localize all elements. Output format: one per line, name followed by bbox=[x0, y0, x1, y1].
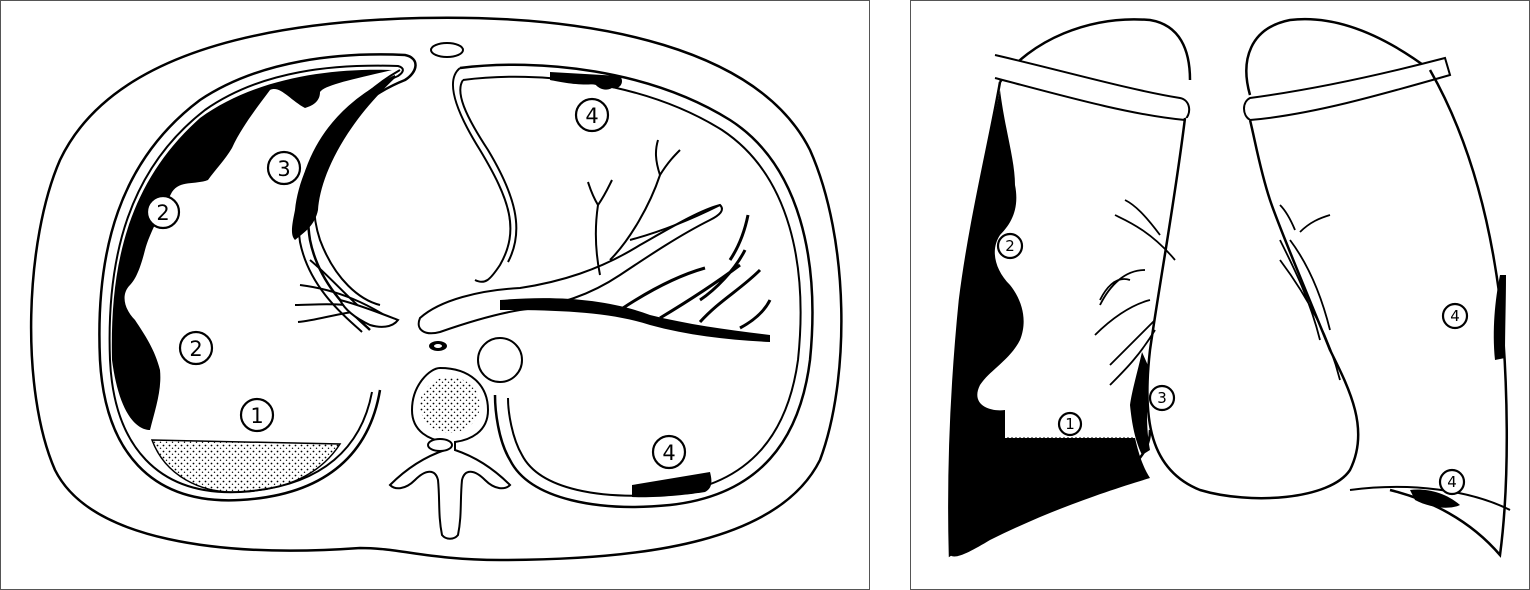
svg-text:3: 3 bbox=[1157, 389, 1167, 407]
svg-text:4: 4 bbox=[662, 441, 675, 465]
label-2-lower: 2 bbox=[180, 332, 212, 364]
label-4-diaphragm: 4 bbox=[1440, 470, 1464, 494]
right-pleura-outer bbox=[99, 54, 415, 500]
left-pleura-inner bbox=[463, 77, 801, 496]
aorta bbox=[478, 338, 522, 382]
left-black-branches bbox=[620, 215, 770, 328]
label-1: 1 bbox=[241, 399, 273, 431]
label-3: 3 bbox=[268, 152, 300, 184]
label-2: 2 bbox=[998, 234, 1022, 258]
right-effusion-black bbox=[949, 90, 1150, 557]
label-3: 3 bbox=[1150, 386, 1174, 410]
panel-frame bbox=[1, 1, 870, 590]
left-pleural-patch-lateral bbox=[1494, 275, 1506, 360]
right-clavicle bbox=[995, 55, 1189, 120]
svg-text:4: 4 bbox=[585, 104, 598, 128]
vertebra bbox=[390, 368, 510, 539]
frontal-view-panel: 1 2 3 4 4 bbox=[910, 0, 1530, 590]
left-upper-vessels bbox=[588, 140, 720, 275]
svg-text:4: 4 bbox=[1447, 473, 1457, 491]
svg-text:2: 2 bbox=[189, 337, 202, 361]
svg-text:1: 1 bbox=[250, 404, 263, 428]
frontal-view-figure: 1 2 3 4 4 bbox=[910, 0, 1530, 590]
svg-text:1: 1 bbox=[1065, 415, 1075, 433]
label-4-bottom: 4 bbox=[653, 436, 685, 468]
svg-text:3: 3 bbox=[277, 157, 290, 181]
sternum bbox=[431, 43, 463, 57]
label-1: 1 bbox=[1059, 413, 1081, 435]
left-clavicle bbox=[1244, 58, 1450, 120]
label-4-top: 4 bbox=[576, 99, 608, 131]
svg-text:2: 2 bbox=[1005, 237, 1015, 255]
left-black-vessel bbox=[500, 298, 770, 342]
axial-section-figure: 1 2 2 3 4 4 bbox=[0, 0, 870, 590]
label-2-upper: 2 bbox=[147, 196, 179, 228]
heart-outline bbox=[1147, 118, 1358, 498]
label-4-lateral: 4 bbox=[1443, 304, 1467, 328]
left-pleura-outer bbox=[460, 65, 812, 507]
left-heart-border bbox=[453, 68, 516, 282]
svg-text:4: 4 bbox=[1450, 307, 1460, 325]
left-pleural-patch-bottom bbox=[632, 472, 711, 497]
axial-section-panel: 1 2 2 3 4 4 bbox=[0, 0, 870, 590]
svg-text:2: 2 bbox=[156, 201, 169, 225]
